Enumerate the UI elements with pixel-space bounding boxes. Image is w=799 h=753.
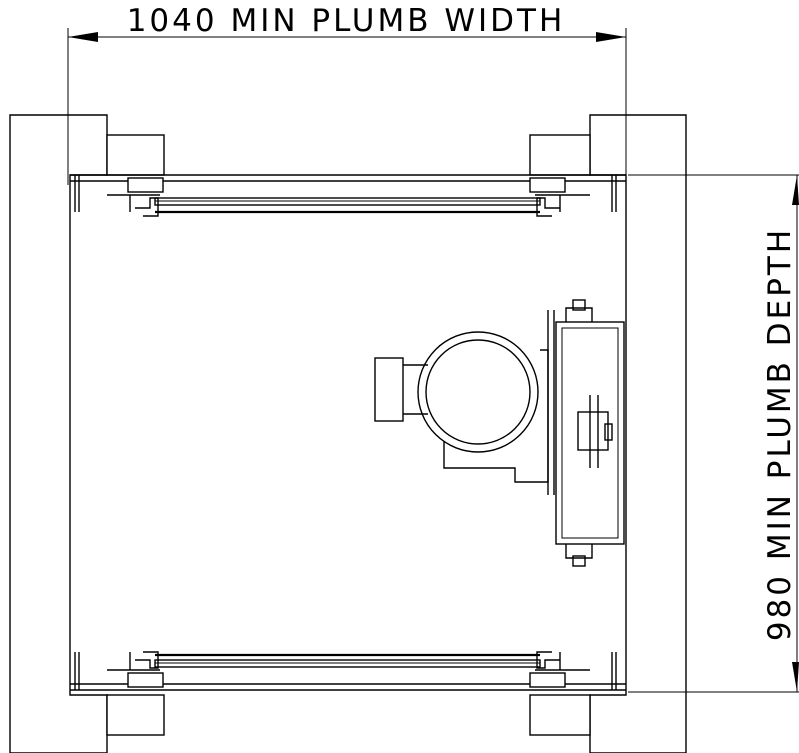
width-dimension-label: 1040 MIN PLUMB WIDTH xyxy=(127,3,566,39)
bottom-door-assembly xyxy=(70,651,626,736)
top-door-assembly xyxy=(70,134,626,217)
depth-dimension-label: 980 MIN PLUMB DEPTH xyxy=(762,227,798,641)
drive-motor-unit xyxy=(374,299,625,567)
left-wall xyxy=(9,114,108,753)
depth-dimension: 980 MIN PLUMB DEPTH xyxy=(628,174,799,693)
width-dimension: 1040 MIN PLUMB WIDTH xyxy=(67,3,627,185)
